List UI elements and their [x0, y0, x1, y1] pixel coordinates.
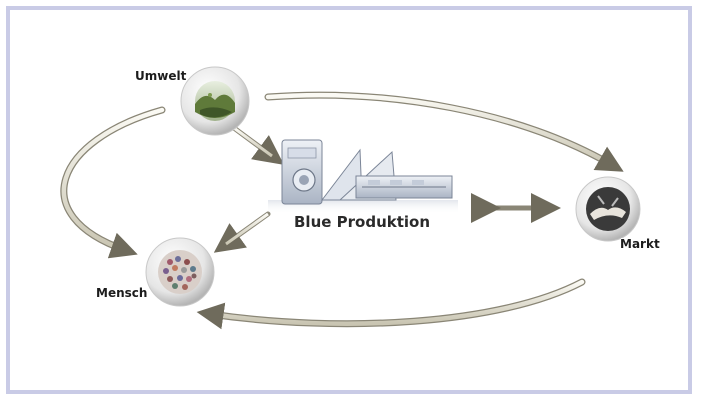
crowd-photo-icon [158, 250, 202, 294]
node-markt [575, 176, 641, 242]
arrow-umwelt-to-markt [264, 91, 624, 172]
node-label-umwelt: Umwelt [135, 69, 187, 83]
node-umwelt [180, 66, 250, 136]
arrow-umwelt-to-mensch [60, 106, 166, 259]
handshake-photo-icon [586, 187, 630, 231]
arrow-markt-to-mensch [196, 278, 586, 330]
center-label-blue-produktion: Blue Produktion [294, 213, 431, 231]
arrow-production-to-mensch [213, 211, 271, 253]
node-label-mensch: Mensch [96, 286, 148, 300]
node-mensch [145, 237, 215, 307]
node-label-markt: Markt [620, 237, 660, 251]
landscape-photo-icon [195, 81, 235, 121]
arrow-umwelt-to-production [231, 125, 285, 165]
production-machine-icon [268, 139, 458, 214]
